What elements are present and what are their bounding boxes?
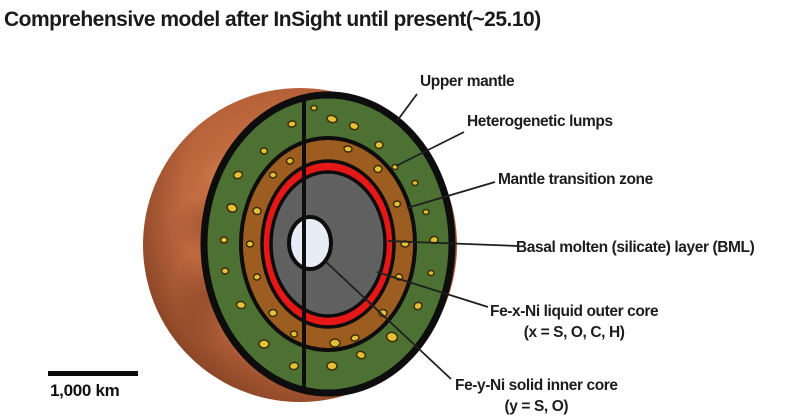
label-outer-core-composition: (x = S, O, C, H) <box>523 324 625 341</box>
label-inner-core-title: Fe-y-Ni solid inner core <box>455 377 618 394</box>
leader-inner-core <box>324 260 452 380</box>
leader-mantle-transition-zone <box>406 181 496 209</box>
layer-solid-inner-core <box>287 215 333 271</box>
leader-basal-molten-layer <box>387 240 519 247</box>
leader-lines <box>324 93 519 380</box>
label-mantle-transition-zone: Mantle transition zone <box>498 171 653 188</box>
leader-outer-core <box>376 271 489 308</box>
scale-bar <box>48 371 138 376</box>
label-outer-core: Fe-x-Ni liquid outer core (x = S, O, C, … <box>490 301 659 343</box>
label-upper-mantle: Upper mantle <box>420 73 515 90</box>
label-basal-molten-layer: Basal molten (silicate) layer (BML) <box>516 239 755 256</box>
figure-title: Comprehensive model after InSight until … <box>4 8 541 31</box>
label-inner-core-composition: (y = S, O) <box>504 398 569 415</box>
heterogenetic-lumps-upper-mantle <box>219 104 439 371</box>
leader-upper-mantle <box>396 93 418 122</box>
label-heterogenetic-lumps: Heterogenetic lumps <box>467 113 613 130</box>
label-outer-core-title: Fe-x-Ni liquid outer core <box>490 303 659 320</box>
leader-heterogenetic-lumps <box>395 131 465 167</box>
label-inner-core: Fe-y-Ni solid inner core (y = S, O) <box>455 375 618 417</box>
scale-bar-label: 1,000 km <box>50 381 120 400</box>
